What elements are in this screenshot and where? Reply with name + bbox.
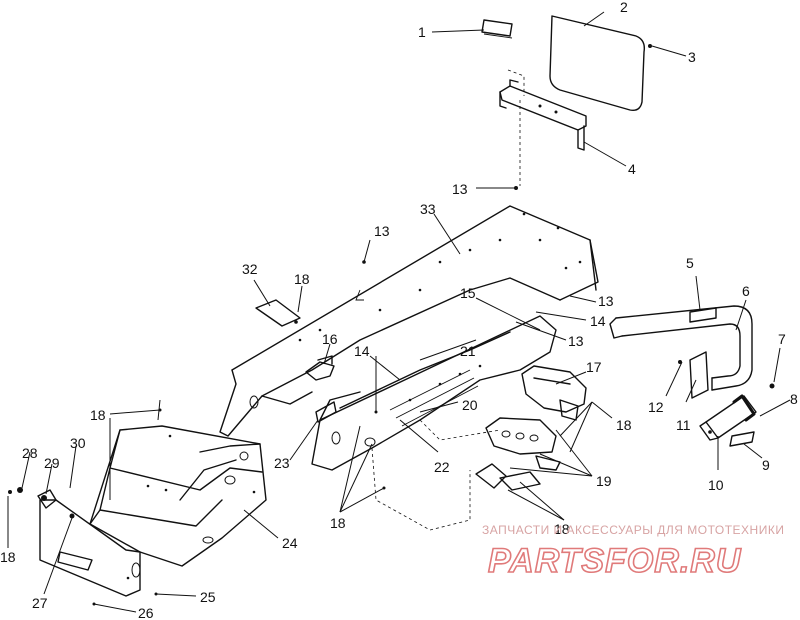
callout-18-plate: 18 (294, 271, 310, 287)
callout-8: 8 (790, 391, 798, 407)
callout-13-top: 13 (452, 181, 468, 197)
plate (255, 299, 301, 327)
rear-handle (699, 394, 757, 441)
callout-21: 21 (460, 343, 476, 359)
watermark-tagline: ЗАПЧАСТИ И АКСЕССУАРЫ ДЛЯ МОТОТЕХНИКИ (482, 523, 784, 537)
front-bulkhead (89, 425, 267, 567)
leader-lines (7, 11, 791, 613)
callout-33: 33 (420, 201, 436, 217)
front-frame (311, 315, 557, 531)
callout-19: 19 (596, 473, 612, 489)
callout-15: 15 (460, 285, 476, 301)
mount-bracket-20 (485, 417, 561, 471)
callout-6: 6 (742, 283, 750, 299)
callout-18-bulkhead: 18 (90, 407, 106, 423)
callout-22: 22 (434, 459, 450, 475)
callout-5: 5 (686, 255, 694, 271)
tunnel-bracket (305, 361, 335, 381)
callout-14-right: 14 (590, 313, 606, 329)
callout-24: 24 (282, 535, 298, 551)
callout-13-lower: 13 (568, 333, 584, 349)
callout-7: 7 (778, 331, 786, 347)
callout-18-bracket: 18 (616, 417, 632, 433)
callout-14-left: 14 (354, 343, 370, 359)
mud-flap (549, 15, 652, 112)
callout-13-right: 13 (598, 293, 614, 309)
callout-3: 3 (688, 49, 696, 65)
callout-27: 27 (32, 595, 48, 611)
bumper-bar (609, 305, 753, 391)
callout-29: 29 (44, 455, 60, 471)
watermark: ЗАПЧАСТИ И АКСЕССУАРЫ ДЛЯ МОТОТЕХНИКИ PA… (482, 523, 784, 581)
handle-decal (729, 431, 755, 447)
callout-18-frame: 18 (330, 515, 346, 531)
callout-1: 1 (418, 24, 426, 40)
callout-30: 30 (70, 435, 86, 451)
callout-23: 23 (274, 455, 290, 471)
callout-26: 26 (138, 605, 154, 620)
callout-4: 4 (628, 161, 636, 177)
callout-17: 17 (586, 359, 602, 375)
callout-16: 16 (322, 331, 338, 347)
callout-18-bottom: 18 (554, 521, 570, 537)
callout-12: 12 (648, 399, 664, 415)
callout-25: 25 (200, 589, 216, 605)
callout-20: 20 (462, 397, 478, 413)
callout-11: 11 (676, 417, 691, 433)
callout-10: 10 (708, 477, 724, 493)
callout-18-left: 18 (0, 549, 16, 565)
callout-32: 32 (242, 261, 258, 277)
callout-9: 9 (762, 457, 770, 473)
mount-bracket-17 (521, 365, 587, 421)
decal (481, 19, 513, 37)
watermark-logo: PARTSFOR.RU (488, 542, 742, 580)
callout-28: 28 (22, 445, 38, 461)
callout-2: 2 (620, 0, 628, 15)
flap-bracket (499, 69, 587, 151)
tunnel (219, 205, 599, 437)
callout-13-tunnel: 13 (374, 223, 390, 239)
